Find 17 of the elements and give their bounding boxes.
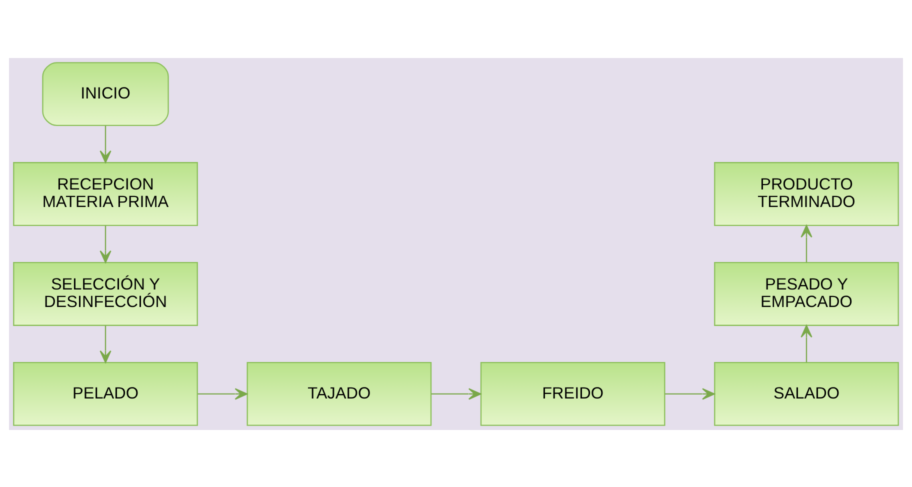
arrow xyxy=(800,224,812,262)
arrow xyxy=(100,325,112,363)
arrow xyxy=(198,388,248,400)
node-box: PELADO xyxy=(13,362,198,426)
node-box: SALADO xyxy=(714,362,899,426)
node-box: FREIDO xyxy=(480,362,666,426)
node-box: TAJADO xyxy=(246,362,432,426)
arrow xyxy=(431,388,482,400)
arrow xyxy=(100,125,112,163)
arrow xyxy=(100,225,112,263)
node-box: RECEPCION MATERIA PRIMA xyxy=(13,162,198,226)
node-box: INICIO xyxy=(42,62,169,126)
node-box: PESADO Y EMPACADO xyxy=(714,262,899,326)
arrow xyxy=(665,388,715,400)
node-box: SELECCIÓN Y DESINFECCIÓN xyxy=(13,262,198,326)
arrow xyxy=(800,324,812,362)
node-box: PRODUCTO TERMINADO xyxy=(714,162,899,226)
